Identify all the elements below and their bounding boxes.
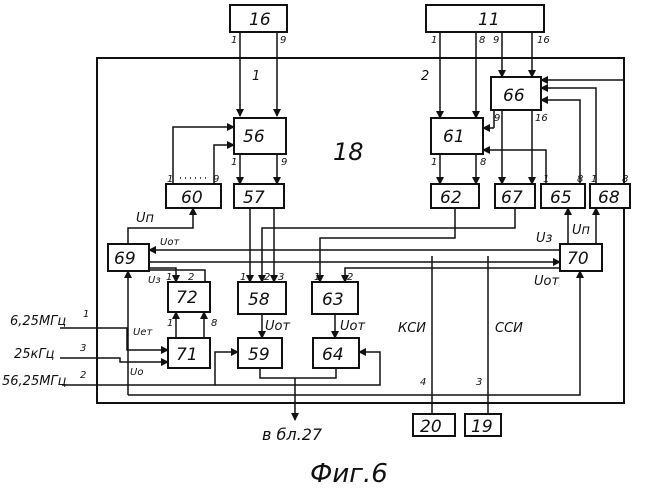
- wire-in2: [62, 352, 238, 385]
- signal-uot-70: Uот: [534, 274, 559, 289]
- block-62-label: 62: [440, 188, 462, 208]
- block-59-label: 59: [248, 345, 270, 365]
- signal-uz-70: Uз: [536, 231, 553, 246]
- signal-ssi: ССИ: [495, 321, 523, 336]
- wire-68-66-a: [541, 88, 596, 184]
- block-64-label: 64: [322, 345, 344, 365]
- block-20-label: 20: [420, 417, 442, 437]
- pin-58-2: 2: [264, 272, 270, 283]
- pin-61-8: 8: [480, 157, 486, 168]
- input-25khz: 25кГц: [14, 347, 55, 362]
- pin-11-1: 1: [431, 35, 437, 46]
- pin-72-1: 1: [166, 272, 172, 283]
- pin-19-3: 3: [476, 377, 482, 388]
- block-61-label: 61: [443, 127, 465, 147]
- wire-67-58: [262, 208, 515, 282]
- pin-58-3: 3: [278, 272, 284, 283]
- bus-2-label: 2: [421, 69, 429, 84]
- pin-63-2: 2: [347, 272, 353, 283]
- block-58-label: 58: [248, 290, 270, 310]
- wire-in3: [60, 358, 168, 362]
- block-66-label: 66: [503, 86, 525, 106]
- pin-11-8: 8: [479, 35, 485, 46]
- pin-66-9: 9: [494, 113, 500, 124]
- signal-uot-69: Uот: [160, 237, 180, 248]
- pin-71-8: 8: [211, 318, 217, 329]
- figure-caption: Фиг.6: [310, 459, 388, 489]
- pin-56-9: 9: [281, 157, 287, 168]
- signal-uo: Uо: [130, 367, 143, 378]
- input-3-num: 3: [80, 343, 86, 354]
- block-70-label: 70: [567, 249, 589, 269]
- wire-70-63: [345, 268, 560, 282]
- bus-1-label: 1: [252, 69, 260, 84]
- signal-up-right: Uп: [572, 223, 591, 238]
- input-1-num: 1: [83, 309, 89, 320]
- pin-20-4: 4: [420, 377, 426, 388]
- input-2-num: 2: [80, 370, 86, 381]
- pin-58-1: 1: [240, 272, 246, 283]
- block-68-label: 68: [598, 188, 620, 208]
- pin-16-9: 9: [280, 35, 286, 46]
- signal-ksi: КСИ: [398, 321, 426, 336]
- output-label: в бл.27: [262, 425, 323, 444]
- pin-63-1: 1: [314, 272, 320, 283]
- block-67-label: 67: [501, 188, 523, 208]
- input-56-25mhz: 56,25МГц: [2, 374, 67, 389]
- block-69-label: 69: [114, 249, 136, 269]
- block-72-label: 72: [176, 288, 198, 308]
- wire-59-out: [260, 368, 295, 378]
- block-60-label: 60: [181, 188, 203, 208]
- input-6-25mhz: 6,25МГц: [10, 314, 66, 329]
- pin-56-1: 1: [231, 157, 237, 168]
- outer-block-label: 18: [333, 138, 364, 166]
- block-65-label: 65: [550, 188, 572, 208]
- pin-66-16: 16: [535, 113, 548, 124]
- wire-65-61: [483, 150, 546, 184]
- signal-up-left: Uп: [136, 211, 155, 226]
- pin-16-1: 1: [231, 35, 237, 46]
- pin-68-8: 8: [622, 174, 628, 185]
- wire-64-out: [295, 368, 336, 378]
- signal-uot-58: Uот: [265, 319, 290, 334]
- block-19-label: 19: [471, 417, 493, 437]
- signal-uot-63: Uот: [340, 319, 365, 334]
- block-63-label: 63: [322, 290, 344, 310]
- pin-11-16: 16: [537, 35, 550, 46]
- block-57-label: 57: [243, 188, 265, 208]
- block-56-label: 56: [243, 127, 265, 147]
- block-71-label: 71: [176, 345, 198, 365]
- pin-71-1: 1: [167, 318, 173, 329]
- wire-68-66-b: [541, 80, 624, 184]
- block-16-label: 16: [249, 10, 271, 30]
- wire-62-63: [320, 208, 455, 282]
- signal-uet: Uет: [133, 327, 153, 338]
- signal-uz-69: Uз: [148, 275, 161, 286]
- pin-11-9: 9: [493, 35, 499, 46]
- pin-61-1: 1: [431, 157, 437, 168]
- pin-72-2: 2: [188, 272, 194, 283]
- block-11-label: 11: [478, 10, 500, 30]
- wire-60-56-a: [173, 127, 234, 184]
